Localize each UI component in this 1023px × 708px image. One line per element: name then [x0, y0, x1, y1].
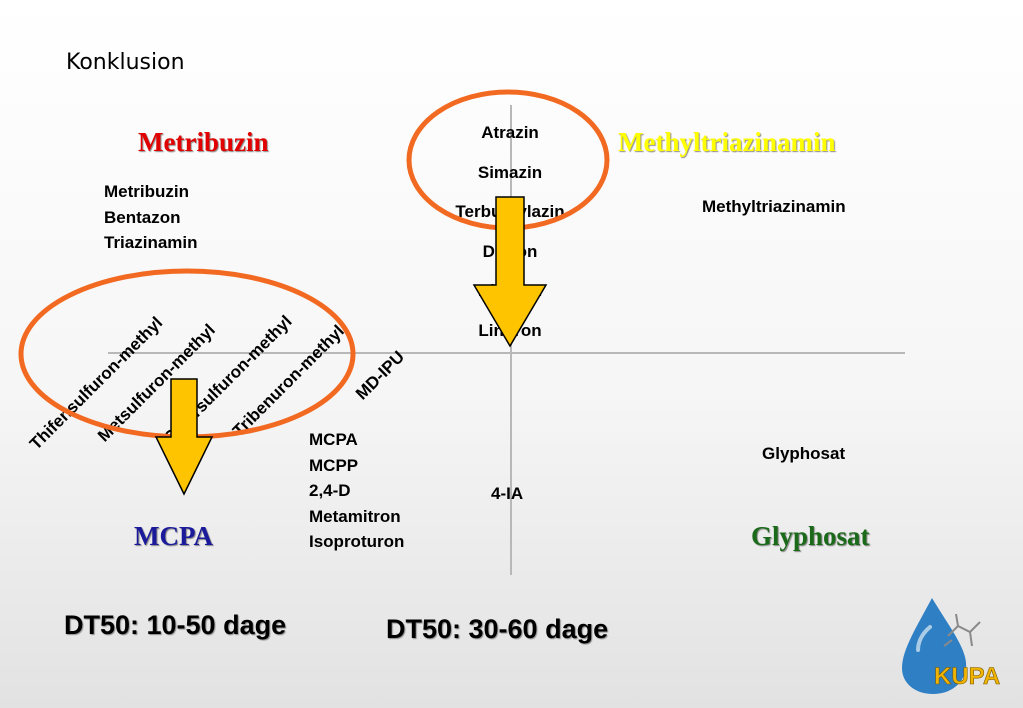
- metribuzin-list: Metribuzin Bentazon Triazinamin: [104, 179, 198, 256]
- list-item: Simazin: [477, 162, 543, 182]
- kupa-logo: KUPA: [902, 598, 1001, 694]
- arrow-down-left-icon: [154, 378, 214, 496]
- list-item: Triazinamin: [104, 233, 198, 252]
- drop-highlight-icon: [916, 625, 932, 652]
- list-item: Metamitron: [309, 506, 401, 526]
- methyltriazinamin-item: Methyltriazinamin: [702, 197, 846, 216]
- molecule-icon: [943, 613, 981, 647]
- list-item: Metribuzin: [104, 182, 189, 201]
- header-mcpa: MCPA: [134, 521, 213, 551]
- four-ia-item: 4-IA: [491, 484, 524, 503]
- header-glyphosat: Glyphosat: [751, 521, 870, 551]
- glyphosat-item: Glyphosat: [762, 444, 846, 463]
- water-drop-icon: [902, 598, 967, 694]
- list-item: Atrazin: [481, 123, 539, 142]
- arrow-down-center-icon: [472, 196, 548, 348]
- list-item: MCPP: [309, 455, 359, 475]
- list-item: Bentazon: [104, 207, 181, 227]
- dt50-right: DT50: 30-60 dage: [386, 614, 609, 644]
- list-item: 2,4-D: [309, 481, 351, 500]
- list-item: MCPA: [309, 430, 358, 449]
- list-item: Isoproturon: [309, 532, 405, 551]
- logo-text: KUPA: [934, 663, 1000, 690]
- header-methyltriazinamin: Methyltriazinamin: [618, 127, 836, 157]
- header-metribuzin: Metribuzin: [138, 127, 269, 157]
- slide-title: Konklusion: [66, 50, 185, 75]
- dt50-left: DT50: 10-50 dage: [64, 610, 287, 640]
- mcpa-list: MCPA MCPP 2,4-D Metamitron Isoproturon: [309, 427, 404, 555]
